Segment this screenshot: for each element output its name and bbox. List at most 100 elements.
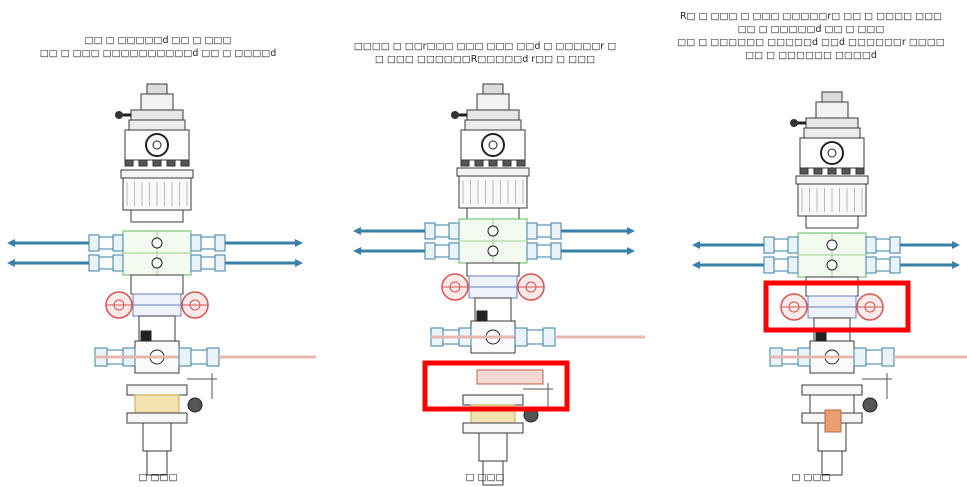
valve-body	[865, 349, 883, 365]
port-icon	[826, 239, 838, 251]
stud	[799, 167, 809, 175]
gate-valve	[448, 222, 460, 240]
gate-valve	[88, 234, 100, 252]
gate-valve	[889, 236, 901, 254]
flowline-end	[627, 227, 635, 235]
gate-valve	[853, 347, 867, 367]
stud	[124, 159, 134, 167]
port-icon	[151, 237, 163, 249]
stud	[180, 159, 190, 167]
gate-valve	[763, 236, 775, 254]
gate-valve	[206, 347, 220, 367]
gate-valve	[550, 242, 562, 260]
panel-3: R□ □ □□□ □ □□□ □□□□□r□ □□ □ □□□□ □□□ □□ …	[655, 0, 967, 487]
panel-2-label: □ □□□	[465, 472, 505, 483]
valve-body	[434, 244, 450, 258]
flange	[795, 175, 869, 185]
gate-valve	[889, 256, 901, 274]
gate-valve	[787, 236, 799, 254]
valve-body	[773, 238, 789, 252]
adapter-spool	[130, 209, 184, 223]
panel-3-label: □ □□□	[791, 472, 831, 483]
stud	[460, 159, 470, 167]
port-icon	[826, 259, 838, 271]
casing-hanger	[134, 394, 180, 414]
actuator-body	[815, 101, 849, 119]
gauge-hub	[488, 140, 498, 150]
valve-body	[200, 236, 216, 250]
flowline-end	[353, 227, 361, 235]
adapter-spool	[466, 207, 520, 221]
gauge-hub	[827, 148, 837, 158]
side-outlet-icon	[187, 397, 203, 413]
handwheel-icon	[790, 119, 798, 127]
valve-body	[526, 329, 544, 345]
side-outlet-icon	[862, 397, 878, 413]
valve-body	[190, 349, 208, 365]
packoff-insert	[476, 369, 544, 385]
stud	[502, 159, 512, 167]
flowline-end	[295, 259, 303, 267]
port-icon	[487, 225, 499, 237]
panel-1-label: □ □□□	[138, 472, 178, 483]
actuator-cap	[821, 91, 843, 103]
stud	[827, 167, 837, 175]
gate-valve	[542, 327, 556, 347]
stud	[488, 159, 498, 167]
highlight-box	[763, 280, 911, 333]
casing-flange	[126, 412, 188, 424]
port-icon	[487, 245, 499, 257]
gate-valve	[190, 254, 202, 272]
casing-flange	[126, 384, 188, 396]
gate-valve	[214, 254, 226, 272]
gauge-hub	[152, 140, 162, 150]
spacer-spool	[130, 274, 184, 295]
casing-hanger-insert	[824, 409, 842, 433]
valve-body	[773, 258, 789, 272]
stud	[841, 167, 851, 175]
valve-body	[536, 244, 552, 258]
adapter-spool	[805, 215, 859, 229]
actuator-plate	[805, 117, 859, 129]
casing-pipe	[146, 450, 168, 476]
flowline-end	[627, 247, 635, 255]
panel-2-caption: □□□□ □ □□r□□□ □□□ □□□ □□d □ □□□□□r □ □ □…	[353, 41, 617, 65]
gate-valve	[190, 234, 202, 252]
casing-spool	[142, 422, 172, 452]
panel-3-caption: R□ □ □□□ □ □□□ □□□□□r□ □□ □ □□□□ □□□ □□ …	[677, 11, 945, 61]
port-icon	[151, 257, 163, 269]
gate-valve	[550, 222, 562, 240]
flowline-end	[7, 239, 15, 247]
valve-body	[434, 224, 450, 238]
wellhead-stack-2	[353, 83, 645, 486]
spacer-spool	[805, 276, 859, 297]
flowline-end	[692, 261, 700, 269]
handwheel-icon	[115, 111, 123, 119]
flange	[456, 167, 530, 177]
gate-valve	[448, 242, 460, 260]
flowline-end	[7, 259, 15, 267]
gate-valve	[787, 256, 799, 274]
stud	[166, 159, 176, 167]
stud	[516, 159, 526, 167]
spacer-spool	[466, 262, 520, 277]
pressure-gauge-icon	[140, 330, 152, 342]
actuator-body	[476, 93, 510, 111]
gate-valve	[424, 222, 436, 240]
flowline-end	[295, 239, 303, 247]
bonnet-top	[128, 119, 186, 131]
valve-body	[875, 238, 891, 252]
gate-valve	[526, 222, 538, 240]
gate-valve	[514, 327, 528, 347]
bonnet-top	[803, 127, 861, 139]
casing-spool	[478, 432, 508, 462]
gate-valve	[526, 242, 538, 260]
flowline-end	[692, 241, 700, 249]
gate-valve	[865, 236, 877, 254]
casing-pipe	[482, 460, 504, 486]
valve-body	[536, 224, 552, 238]
handwheel-icon	[451, 111, 459, 119]
actuator-cap	[482, 83, 504, 95]
stud	[474, 159, 484, 167]
flange	[120, 169, 194, 179]
